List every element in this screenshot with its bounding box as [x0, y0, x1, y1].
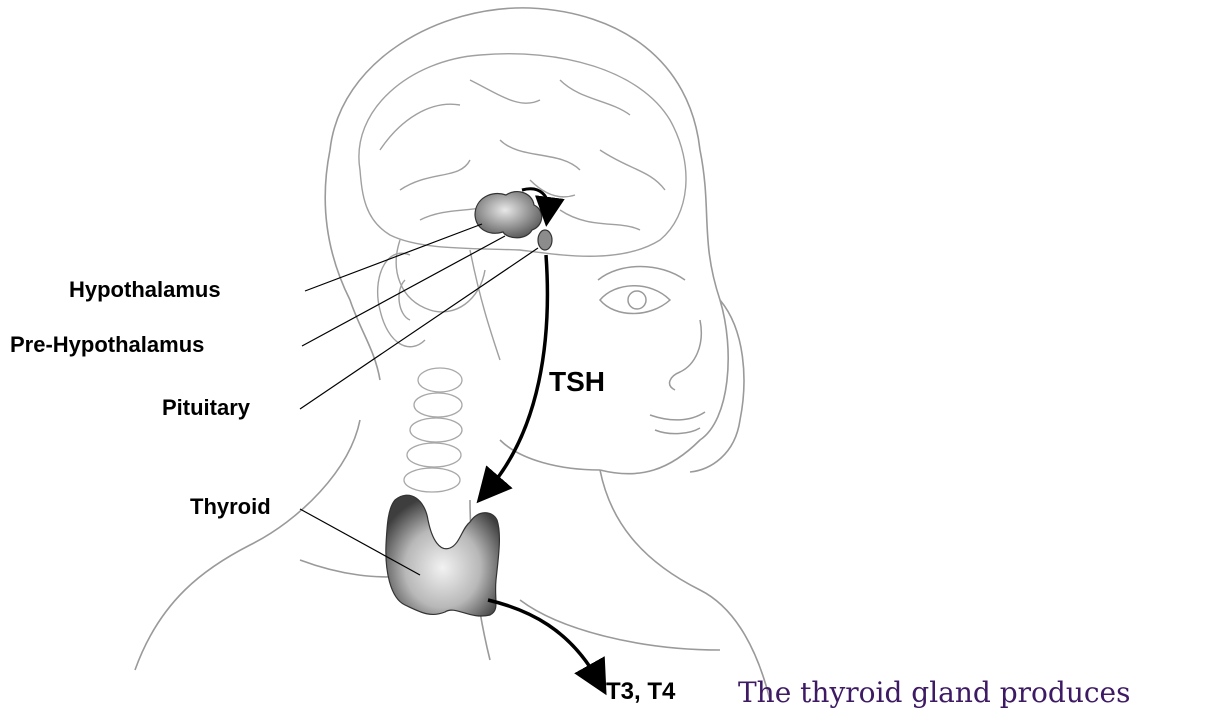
pre-hypothalamus-label: Pre-Hypothalamus [10, 334, 204, 356]
ear-outline [378, 253, 425, 346]
pituitary-gland [538, 230, 552, 250]
spine-outline [404, 368, 462, 492]
thyroid-gland [386, 495, 500, 616]
t3-t4-label: T3, T4 [606, 680, 675, 704]
thyroid-label: Thyroid [190, 496, 271, 518]
hypothalamus-gland [475, 192, 542, 238]
t3-t4-arrow [488, 600, 598, 680]
tsh-arrow [488, 255, 547, 490]
hypothalamus-label: Hypothalamus [69, 279, 221, 301]
hypothalamus-leader-line [305, 224, 482, 291]
caption-text: The thyroid gland produces [738, 676, 1130, 710]
face-features [598, 267, 705, 434]
pituitary-label: Pituitary [162, 397, 250, 419]
tsh-label: TSH [549, 368, 605, 396]
